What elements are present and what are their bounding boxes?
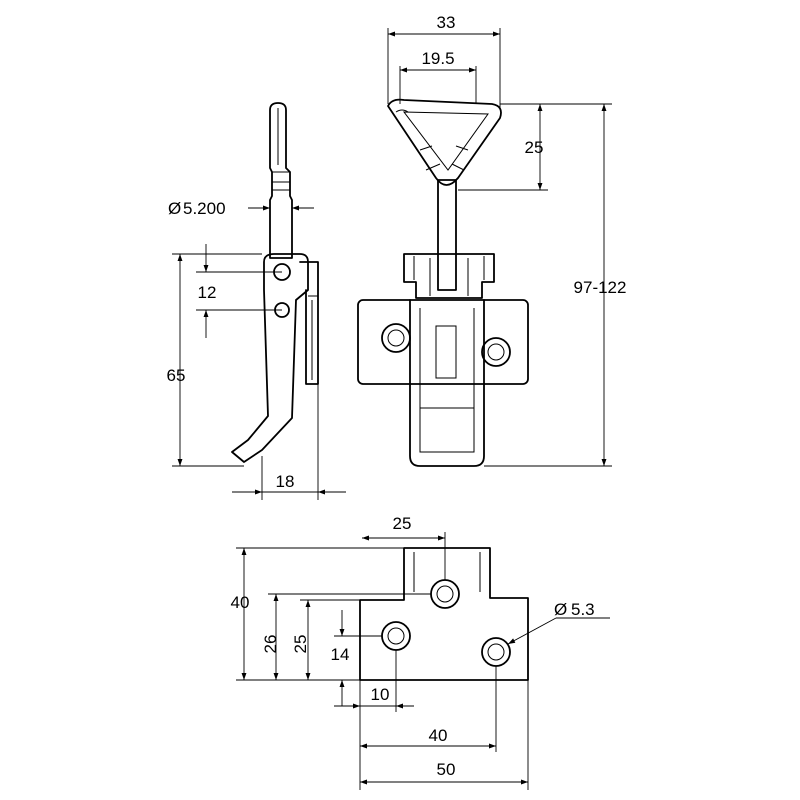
dim-hole-offset-x: 10 xyxy=(371,685,390,704)
dim-hole-diameter-symbol: Ø xyxy=(554,600,567,619)
dim-side-depth: 18 xyxy=(276,472,295,491)
dim-hole-height-b: 25 xyxy=(291,635,310,654)
dim-hole-spacing: 40 xyxy=(429,726,448,745)
dim-pivot-spacing: 12 xyxy=(198,283,217,302)
dim-hole-diameter: 5.3 xyxy=(571,600,595,619)
dim-side-height: 65 xyxy=(167,366,186,385)
dimension-lines xyxy=(172,28,612,790)
dim-hole-height-a: 26 xyxy=(261,635,280,654)
front-view xyxy=(357,98,529,467)
side-view xyxy=(231,102,319,463)
dim-handle-inner-width: 19.5 xyxy=(421,49,454,68)
dim-pin-diameter: 5.200 xyxy=(183,199,226,218)
plan-view xyxy=(359,547,529,681)
dim-top-width: 25 xyxy=(393,514,412,533)
dim-base-width: 50 xyxy=(437,760,456,779)
dim-pin-diameter-symbol: Ø xyxy=(168,199,181,218)
dim-hole-offset-y: 14 xyxy=(331,645,350,664)
dim-handle-width: 33 xyxy=(437,13,456,32)
dim-base-height: 40 xyxy=(231,593,250,612)
dim-overall-length: 97-122 xyxy=(574,278,627,297)
dimension-labels: 33 19.5 25 97-122 Ø 5.200 12 65 18 25 40… xyxy=(167,13,627,779)
dim-handle-height: 25 xyxy=(525,138,544,157)
